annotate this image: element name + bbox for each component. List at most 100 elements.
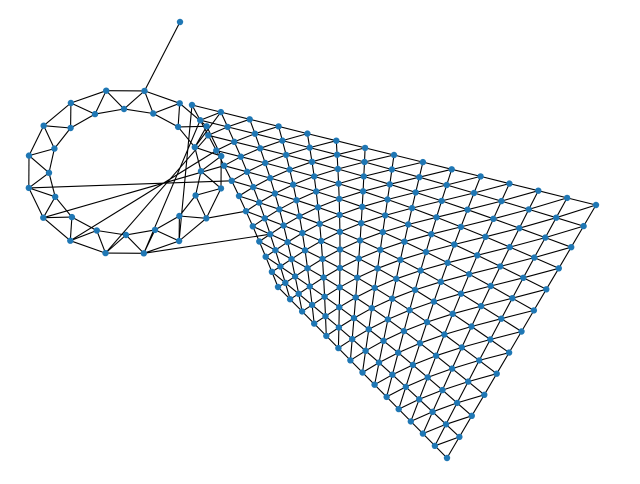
graph-node xyxy=(256,199,262,205)
graph-edge xyxy=(396,271,420,279)
graph-node xyxy=(359,369,365,375)
graph-node xyxy=(213,147,219,153)
graph-node xyxy=(498,316,504,322)
graph-node xyxy=(397,257,403,263)
graph-node xyxy=(236,193,242,199)
graph-node xyxy=(263,254,269,260)
graph-edge xyxy=(490,340,509,353)
graph-node xyxy=(311,320,317,326)
graph-node xyxy=(506,349,512,355)
graph-node xyxy=(287,296,293,302)
graph-edge xyxy=(366,329,369,351)
graph-node xyxy=(336,212,342,218)
graph-node xyxy=(299,308,305,314)
graph-edge xyxy=(179,105,192,241)
graph-node xyxy=(67,238,73,244)
graph-node xyxy=(401,239,407,245)
graph-node xyxy=(336,304,342,310)
graph-node xyxy=(458,291,464,297)
graph-node xyxy=(568,244,574,250)
graph-node xyxy=(292,273,298,279)
graph-edge xyxy=(178,103,180,127)
graph-node xyxy=(304,130,310,136)
graph-node xyxy=(454,400,460,406)
graph-node xyxy=(275,123,281,129)
graph-node xyxy=(318,238,324,244)
graph-node xyxy=(477,173,483,179)
graph-node xyxy=(198,168,204,174)
graph-node xyxy=(564,195,570,201)
graph-edge xyxy=(144,234,270,253)
graph-edge xyxy=(493,209,528,218)
graph-edge xyxy=(454,237,485,245)
graph-node xyxy=(506,180,512,186)
graph-edge xyxy=(314,176,338,183)
graph-node xyxy=(531,307,537,313)
graph-edge xyxy=(523,278,546,290)
graph-node xyxy=(333,138,339,144)
graph-node xyxy=(26,152,32,158)
graph-edge xyxy=(436,347,462,355)
graph-edge xyxy=(71,114,95,128)
graph-edge xyxy=(363,351,366,373)
graph-edge xyxy=(415,282,441,290)
graph-edge xyxy=(340,223,361,232)
graph-edge xyxy=(95,109,124,114)
graph-node xyxy=(412,287,418,293)
graph-edge xyxy=(556,218,583,226)
graph-node xyxy=(218,153,224,159)
graph-node xyxy=(410,362,416,368)
graph-edge xyxy=(501,201,528,209)
graph-edge xyxy=(362,200,387,207)
graph-edge xyxy=(270,178,293,185)
graph-edge xyxy=(282,134,307,141)
graph-edge xyxy=(357,268,377,277)
graph-edge xyxy=(361,215,385,223)
graph-edge xyxy=(404,234,431,242)
graph-node xyxy=(67,125,73,131)
graph-node xyxy=(229,178,235,184)
graph-node xyxy=(46,170,52,176)
graph-node xyxy=(366,326,372,332)
graph-edge xyxy=(300,216,320,224)
graph-node xyxy=(580,223,586,229)
graph-node xyxy=(337,265,343,271)
graph-node xyxy=(283,152,289,158)
graph-edge xyxy=(461,219,494,227)
graph-node xyxy=(267,231,273,237)
graph-node xyxy=(458,224,464,230)
graph-node xyxy=(471,190,477,196)
graph-edge xyxy=(338,162,365,169)
graph-edge xyxy=(297,200,319,207)
graph-edge xyxy=(44,126,55,149)
graph-node xyxy=(337,229,343,235)
graph-node xyxy=(389,166,395,172)
graph-edge xyxy=(318,207,340,215)
graph-edge xyxy=(290,170,315,177)
graph-edge xyxy=(490,319,501,340)
graph-node xyxy=(358,220,364,226)
graph-edge xyxy=(400,260,420,271)
graph-node xyxy=(478,303,484,309)
graph-edge xyxy=(106,91,124,109)
graph-edge xyxy=(196,195,207,218)
graph-edge xyxy=(545,238,571,248)
graph-node xyxy=(311,173,317,179)
graph-node xyxy=(396,406,402,412)
graph-edge xyxy=(481,176,510,183)
graph-edge xyxy=(282,141,309,148)
graph-edge xyxy=(469,266,500,274)
graph-edge xyxy=(384,331,404,341)
graph-node xyxy=(277,263,283,269)
graph-edge xyxy=(316,192,339,199)
graph-node xyxy=(336,196,342,202)
graph-node xyxy=(221,163,227,169)
graph-node xyxy=(336,324,342,330)
graph-edge xyxy=(448,255,478,262)
graph-node xyxy=(444,260,450,266)
graph-node xyxy=(384,196,390,202)
graph-edge xyxy=(337,148,365,155)
graph-node xyxy=(476,357,482,363)
graph-node xyxy=(391,152,397,158)
